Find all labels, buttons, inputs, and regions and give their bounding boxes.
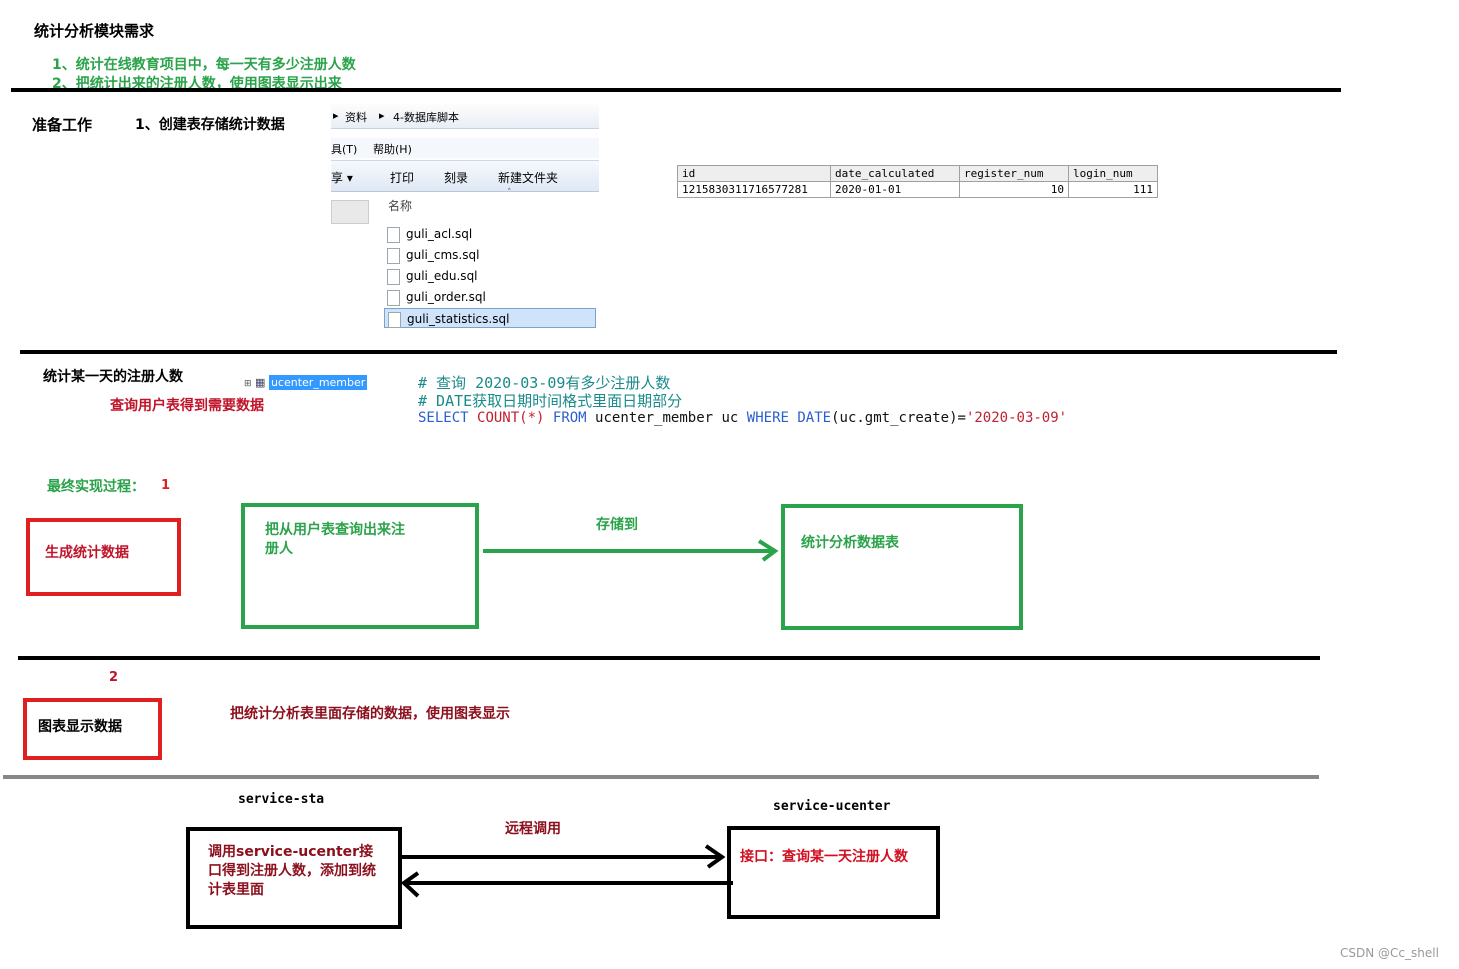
file-explorer-screenshot: ▸ 资料 ▸ 4-数据库脚本 具(T) 帮助(H) 享 ▾ 打印 刻录 新建文件… — [331, 104, 599, 336]
breadcrumb-arrow-icon: ▸ — [333, 109, 339, 122]
process-label: 最终实现过程： — [47, 479, 145, 495]
db-tree: ⊞ ▦ ucenter_member — [244, 375, 368, 390]
statistics-table-label: 统计分析数据表 — [801, 535, 899, 551]
divider-1 — [11, 88, 1341, 92]
service-sta-description: 调用service-ucenter接口得到注册人数，添加到统计表里面 — [208, 844, 376, 898]
sql-comment-2: # DATE获取日期时间格式里面日期部分 — [418, 392, 683, 410]
file-item-selected[interactable]: guli_statistics.sql — [384, 308, 596, 328]
table-header-cell[interactable]: id — [677, 165, 831, 182]
statistics-table-box: 统计分析数据表 — [781, 504, 1023, 630]
chart-description: 把统计分析表里面存储的数据，使用图表显示 — [230, 706, 510, 722]
breadcrumb-item[interactable]: 4-数据库脚本 — [393, 111, 459, 124]
explorer-sidebar-item[interactable] — [331, 200, 369, 224]
service-ucenter-box: 接口：查询某一天注册人数 — [727, 826, 940, 919]
requirement-2: 2、把统计出来的注册人数，使用图表显示出来 — [52, 76, 342, 88]
requirement-1: 1、统计在线教育项目中，每一天有多少注册人数 — [52, 57, 356, 73]
query-sub-label: 查询用户表得到需要数据 — [110, 398, 264, 414]
divider-3 — [18, 656, 1320, 660]
toolbar-new-folder-button[interactable]: 新建文件夹 — [498, 171, 559, 185]
file-item[interactable]: guli_acl.sql — [387, 224, 472, 244]
remote-call-arrow — [402, 844, 726, 869]
return-arrow — [400, 871, 733, 898]
prep-step: 1、创建表存储统计数据 — [135, 117, 285, 133]
table-cell: 10 — [959, 181, 1069, 198]
file-icon — [387, 268, 400, 285]
page-title: 统计分析模块需求 — [34, 22, 155, 40]
generate-data-box: 生成统计数据 — [26, 518, 181, 596]
remote-call-label: 远程调用 — [505, 821, 561, 837]
service-sta-title: service-sta — [238, 792, 325, 807]
file-item[interactable]: guli_edu.sql — [387, 266, 478, 286]
table-row[interactable]: 1215830311716577281 2020-01-01 10 111 — [677, 181, 1158, 198]
sql-comment-1: # 查询 2020-03-09有多少注册人数 — [418, 374, 671, 392]
step-number-2: 2 — [109, 670, 119, 685]
store-arrow-label: 存储到 — [596, 517, 638, 533]
query-label: 统计某一天的注册人数 — [43, 369, 183, 385]
menu-item-tools[interactable]: 具(T) — [331, 143, 358, 156]
prep-label: 准备工作 — [32, 116, 93, 134]
generate-data-label: 生成统计数据 — [45, 545, 129, 561]
sql-statement: SELECT COUNT(*) FROM ucenter_member uc W… — [418, 410, 1068, 426]
breadcrumb-arrow-icon: ▸ — [379, 109, 385, 122]
service-sta-box: 调用service-ucenter接口得到注册人数，添加到统计表里面 — [186, 827, 402, 929]
sort-up-icon: ˄ — [507, 188, 512, 198]
toolbar-print-button[interactable]: 打印 — [390, 171, 415, 185]
service-ucenter-description: 接口：查询某一天注册人数 — [740, 849, 908, 865]
table-cell: 2020-01-01 — [830, 181, 960, 198]
explorer-address-bar[interactable]: ▸ 资料 ▸ 4-数据库脚本 — [331, 104, 599, 129]
file-icon — [387, 247, 400, 264]
service-ucenter-title: service-ucenter — [773, 799, 891, 814]
chart-display-label: 图表显示数据 — [38, 719, 122, 735]
file-icon — [388, 311, 401, 328]
table-header-cell[interactable]: login_num — [1068, 165, 1158, 182]
tree-item-ucenter-member[interactable]: ucenter_member — [268, 375, 368, 390]
menu-item-help[interactable]: 帮助(H) — [373, 143, 412, 156]
step-number-1: 1 — [161, 478, 171, 493]
divider-4 — [3, 775, 1319, 779]
file-item[interactable]: guli_cms.sql — [387, 245, 479, 265]
watermark: CSDN @Cc_shell — [1340, 946, 1439, 960]
query-users-label: 把从用户表查询出来注册人 — [265, 522, 405, 557]
store-arrow — [483, 539, 779, 562]
divider-2 — [20, 350, 1337, 354]
explorer-toolbar: 享 ▾ 打印 刻录 新建文件夹 — [331, 160, 599, 192]
query-users-box: 把从用户表查询出来注册人 — [241, 503, 479, 629]
toolbar-burn-button[interactable]: 刻录 — [444, 171, 469, 185]
statistics-table-screenshot: id date_calculated register_num login_nu… — [677, 165, 1158, 198]
table-cell: 1215830311716577281 — [677, 181, 831, 198]
file-item[interactable]: guli_order.sql — [387, 287, 486, 307]
toolbar-share-button[interactable]: 享 ▾ — [331, 171, 353, 185]
table-cell: 111 — [1068, 181, 1158, 198]
file-icon — [387, 289, 400, 306]
chart-display-box: 图表显示数据 — [23, 698, 162, 760]
table-header-cell[interactable]: register_num — [959, 165, 1069, 182]
expand-icon[interactable]: ⊞ — [244, 379, 252, 389]
explorer-menu-bar: 具(T) 帮助(H) — [331, 138, 599, 158]
file-icon — [387, 226, 400, 243]
breadcrumb-item[interactable]: 资料 — [345, 111, 367, 124]
table-icon: ▦ — [255, 376, 266, 389]
column-header-name[interactable]: 名称 — [388, 199, 413, 213]
table-header-cell[interactable]: date_calculated — [830, 165, 960, 182]
